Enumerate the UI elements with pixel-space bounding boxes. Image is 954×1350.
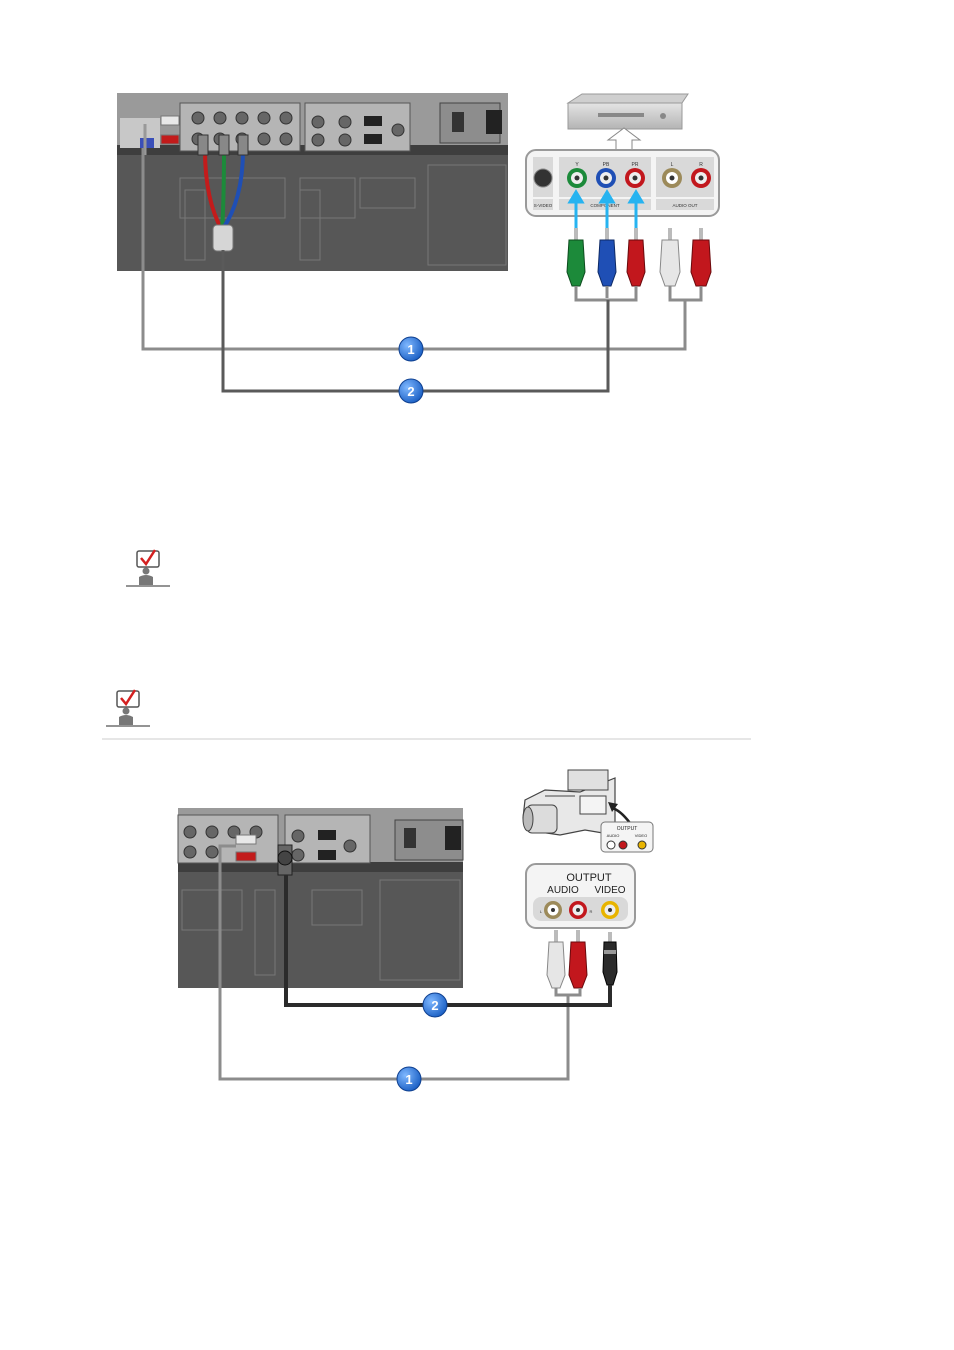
diagram-component-connection: Y PB PR L R S-VIDEO COMPONENT AUDIO OUT (117, 93, 719, 403)
jack-label-r: R (699, 162, 703, 168)
svideo-jack-icon (534, 169, 552, 187)
marker-2: 2 (399, 379, 423, 403)
plug-white (660, 228, 680, 298)
up-arrow-icon (608, 128, 640, 150)
plug-green (567, 228, 585, 298)
camcorder-output-audio: AUDIO (607, 833, 620, 838)
jack-label-pr: PR (632, 162, 639, 168)
marker-2-video-label: 2 (431, 998, 438, 1013)
marker-2-label: 2 (407, 384, 414, 399)
plug-blue (598, 228, 616, 298)
output-video-label: VIDEO (594, 885, 625, 896)
output-r-label: R (590, 909, 593, 914)
diagram-camcorder-connection: OUTPUT AUDIO VIDEO OUTPUT AUDIO VIDEO L … (178, 770, 653, 1091)
jack-label-l: L (671, 162, 674, 168)
plug-red-2 (569, 930, 587, 988)
plug-black-2 (603, 932, 617, 985)
marker-1-audio: 1 (397, 1067, 421, 1091)
plug-red-audio (691, 228, 711, 298)
panel-label-audio-out: AUDIO OUT (672, 203, 697, 208)
camcorder-plugs (547, 930, 617, 988)
plug-white-2 (547, 930, 565, 988)
marker-1-label: 1 (407, 342, 414, 357)
jack-label-pb: PB (603, 162, 610, 168)
marker-1-audio-label: 1 (405, 1072, 412, 1087)
camcorder-output-video: VIDEO (635, 833, 647, 838)
plug-red (627, 228, 645, 298)
monitor-rear-panel-1 (117, 93, 508, 271)
camcorder-output-title: OUTPUT (617, 826, 638, 832)
note-icon-2 (106, 690, 150, 726)
marker-2-video: 2 (423, 993, 447, 1017)
output-panel: OUTPUT AUDIO VIDEO L R (526, 864, 635, 928)
camcorder-output-panel: OUTPUT AUDIO VIDEO (601, 822, 653, 852)
output-audio-label: AUDIO (547, 885, 579, 896)
dvd-output-panel: Y PB PR L R S-VIDEO COMPONENT AUDIO OUT (526, 150, 719, 216)
note-icon-1 (126, 550, 170, 586)
dvd-player (568, 94, 688, 129)
panel-label-component: COMPONENT (590, 203, 620, 208)
audio-plugs (660, 228, 711, 298)
component-plugs (567, 228, 645, 298)
marker-1: 1 (399, 337, 423, 361)
panel-label-svideo: S-VIDEO (534, 203, 553, 208)
output-title: OUTPUT (566, 872, 612, 884)
